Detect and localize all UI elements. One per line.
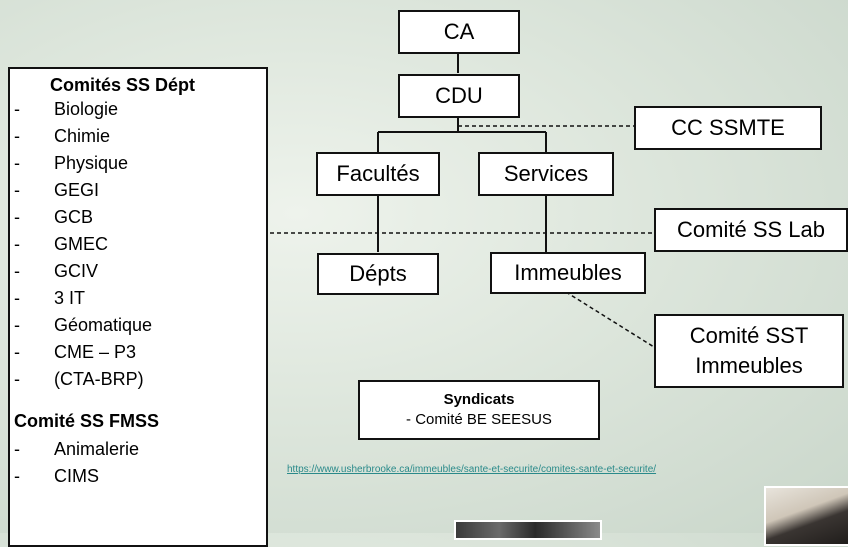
dept-committee-item: - 3 IT	[10, 285, 266, 312]
syndicats-box: Syndicats - Comité BE SEESUS	[358, 380, 600, 440]
comites-ss-dept-list: -Biologie-Chimie-Physique-GEGI-GCB-GMEC-…	[10, 96, 266, 393]
node-cc-ssmte: CC SSMTE	[634, 106, 822, 150]
comite-ss-fmss-list: - Animalerie-CIMS	[10, 436, 266, 490]
org-chart-connectors	[270, 52, 655, 348]
dept-committee-item: - GMEC	[10, 231, 266, 258]
dept-committee-item-label: (CTA-BRP)	[54, 369, 144, 389]
fmss-committee-item: - CIMS	[10, 463, 266, 490]
dept-committee-item-label: Chimie	[54, 126, 111, 146]
list-dash: -	[14, 261, 20, 281]
dept-committee-item: - GCB	[10, 204, 266, 231]
syndicats-title: Syndicats	[443, 391, 515, 408]
node-immeubles: Immeubles	[490, 252, 646, 294]
dept-committee-item: - (CTA-BRP)	[10, 366, 266, 393]
node-ca: CA	[398, 10, 520, 54]
list-dash: -	[14, 369, 20, 389]
dept-committee-item-label: Géomatique	[54, 315, 153, 335]
list-dash: -	[14, 288, 20, 308]
syndicats-item: - Comité BE SEESUS	[406, 411, 552, 428]
list-dash: -	[14, 234, 20, 254]
dept-committee-item: - Physique	[10, 150, 266, 177]
comite-ss-fmss-heading: Comité SS FMSS	[14, 411, 160, 431]
dept-committee-item: - Géomatique	[10, 312, 266, 339]
list-dash: -	[14, 153, 20, 173]
dept-committee-item: - Chimie	[10, 123, 266, 150]
dept-committee-item: - GEGI	[10, 177, 266, 204]
node-cdu: CDU	[398, 74, 520, 118]
list-dash: -	[14, 207, 20, 227]
photo-thumbnail-left	[454, 520, 602, 540]
list-dash: -	[14, 439, 20, 459]
list-dash: -	[14, 315, 20, 335]
dept-committee-item-label: GCB	[54, 207, 94, 227]
comite-sst-line1: Comité SST	[689, 323, 809, 348]
dept-committee-item-label: GCIV	[54, 261, 99, 281]
dept-committee-item-label: GEGI	[54, 180, 100, 200]
node-facultes: Facultés	[316, 152, 440, 196]
comites-url-link[interactable]: https://www.usherbrooke.ca/immeubles/san…	[287, 464, 657, 475]
list-dash: -	[14, 180, 20, 200]
dept-committee-item: - GCIV	[10, 258, 266, 285]
node-services: Services	[478, 152, 614, 196]
dept-committee-item-label: Physique	[54, 153, 129, 173]
dept-committee-item-label: Biologie	[54, 99, 119, 119]
list-dash: -	[14, 126, 20, 146]
fmss-committee-item-label: CIMS	[54, 466, 99, 486]
comites-ss-dept-heading: Comités SS Dépt	[50, 75, 196, 95]
dept-committee-item: - Biologie	[10, 96, 266, 123]
fmss-committee-item: - Animalerie	[10, 436, 266, 463]
photo-thumbnail-right	[764, 486, 848, 546]
comites-panel: Comités SS Dépt - Biologie - Chimie - Physiqu…	[8, 67, 268, 547]
list-dash: -	[14, 99, 20, 119]
dept-committee-item-label: GMEC	[54, 234, 108, 254]
node-comite-sst-immeubles: Comité SST Immeubles	[654, 314, 844, 388]
list-dash: -	[14, 342, 20, 362]
comite-sst-dashed-link	[565, 291, 655, 348]
dept-committee-item-label: 3 IT	[54, 288, 86, 308]
comite-sst-line2: Immeubles	[695, 353, 803, 378]
fmss-committee-item-label: Animalerie	[54, 439, 140, 459]
list-dash: -	[14, 466, 20, 486]
dept-committee-item-label: CME – P3	[54, 342, 137, 362]
dept-committee-item: - CME – P3	[10, 339, 266, 366]
node-depts: Dépts	[317, 253, 439, 295]
node-comite-ss-lab: Comité SS Lab	[654, 208, 848, 252]
